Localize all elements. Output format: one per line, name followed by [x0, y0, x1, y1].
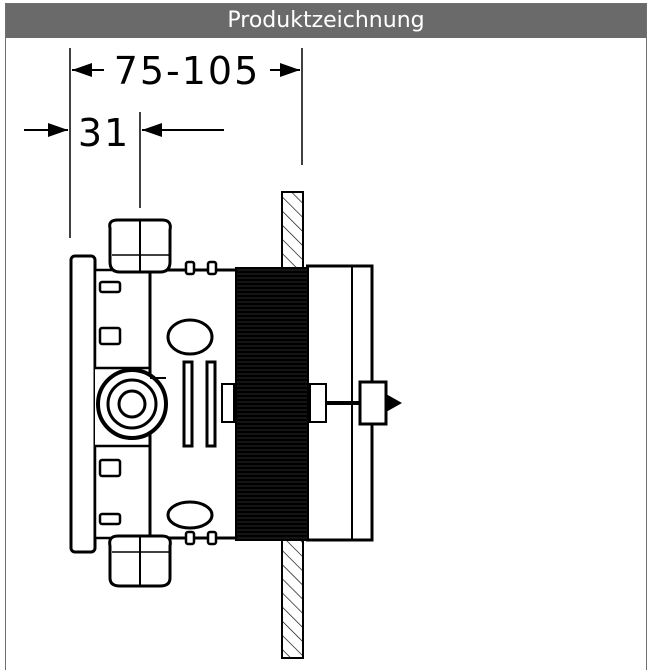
dimension-overall-label: 75-105	[114, 49, 261, 93]
top-connector	[108, 218, 172, 274]
dimension-offset-label: 31	[78, 111, 130, 155]
spindle	[326, 380, 402, 426]
bolts	[98, 260, 218, 546]
inner-details	[166, 318, 327, 530]
bottom-connector	[108, 534, 172, 588]
center-outlet	[96, 368, 168, 440]
dimension-offset: 31	[24, 111, 224, 208]
drawing-header: Produktzeichnung	[6, 4, 646, 38]
drawing-frame: Produktzeichnung	[5, 3, 647, 670]
dimension-overall: 75-105	[69, 48, 303, 238]
